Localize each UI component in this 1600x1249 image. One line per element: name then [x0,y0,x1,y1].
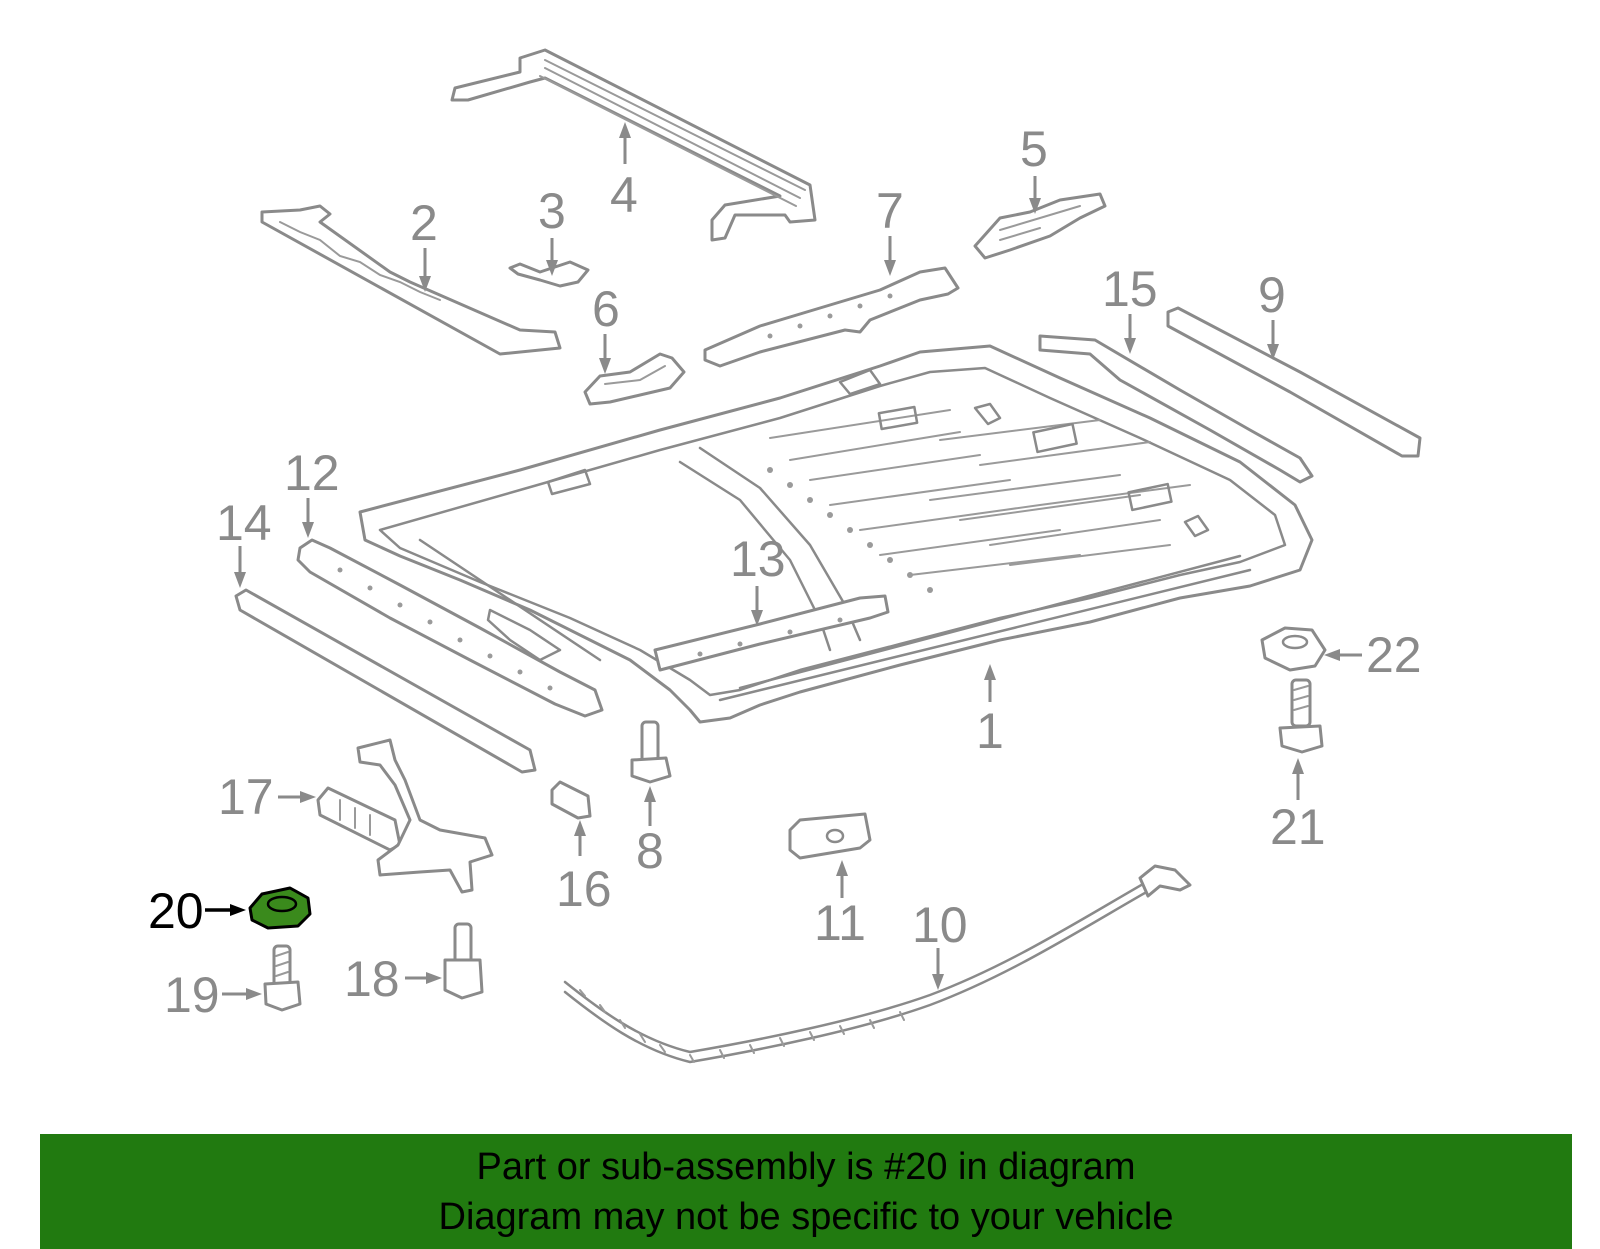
callout-1: 1 [976,703,1004,759]
part-3-clip[interactable] [508,260,590,288]
callout-21: 21 [1270,799,1326,855]
part-2-deflector[interactable] [260,204,562,356]
part-9-drip-channel[interactable] [1166,306,1422,458]
info-banner: Part or sub-assembly is #20 in diagram D… [40,1134,1572,1249]
callout-19: 19 [164,967,220,1023]
part-7-guide-rail[interactable] [703,266,960,368]
part-10-cable[interactable] [563,864,1192,1064]
callout-3: 3 [538,183,566,239]
callout-16: 16 [556,861,612,917]
part-16-block[interactable] [550,780,592,820]
part-1-frame[interactable] [358,344,1314,724]
callout-4: 4 [610,167,638,223]
leader-lines [205,122,1362,1000]
callout-15: 15 [1102,261,1158,317]
parts-diagram: 4 2 3 5 7 6 15 9 12 14 13 1 22 21 8 16 1… [148,48,1422,1064]
part-14-strip[interactable] [234,588,537,774]
callout-10: 10 [912,897,968,953]
callout-6: 6 [592,281,620,337]
part-13-cross-bar[interactable] [653,594,890,672]
part-19-screw[interactable] [263,944,302,1012]
part-4-front-rail[interactable] [450,48,817,242]
part-21-bolt[interactable] [1278,678,1324,754]
callout-11: 11 [814,895,866,951]
part-5-bracket[interactable] [973,192,1107,260]
banner-line-2: Diagram may not be specific to your vehi… [438,1196,1174,1238]
part-15-seal-strip[interactable] [1038,334,1314,484]
callout-labels: 4 2 3 5 7 6 15 9 12 14 13 1 22 21 8 16 1… [148,121,1422,1023]
callout-18: 18 [344,951,400,1007]
callout-22: 22 [1366,627,1422,683]
part-8-bolt[interactable] [630,720,672,784]
part-18-stud[interactable] [443,922,484,1000]
callout-20-highlighted: 20 [148,883,204,939]
part-17-motor[interactable] [316,738,494,894]
callout-17: 17 [218,769,274,825]
callout-13: 13 [730,531,786,587]
part-22-nut[interactable] [1260,626,1327,672]
callout-5: 5 [1020,121,1048,177]
part-12-side-rail[interactable] [296,538,604,718]
part-20-nut-highlighted[interactable] [248,886,312,930]
callout-9: 9 [1258,267,1286,323]
banner-line-1: Part or sub-assembly is #20 in diagram [476,1146,1136,1188]
callout-8: 8 [636,823,664,879]
callout-7: 7 [876,183,904,239]
part-11-switch[interactable] [788,812,872,860]
callout-14: 14 [216,495,272,551]
callout-12: 12 [284,445,340,501]
part-6-slider[interactable] [583,352,686,406]
callout-2: 2 [410,195,438,251]
